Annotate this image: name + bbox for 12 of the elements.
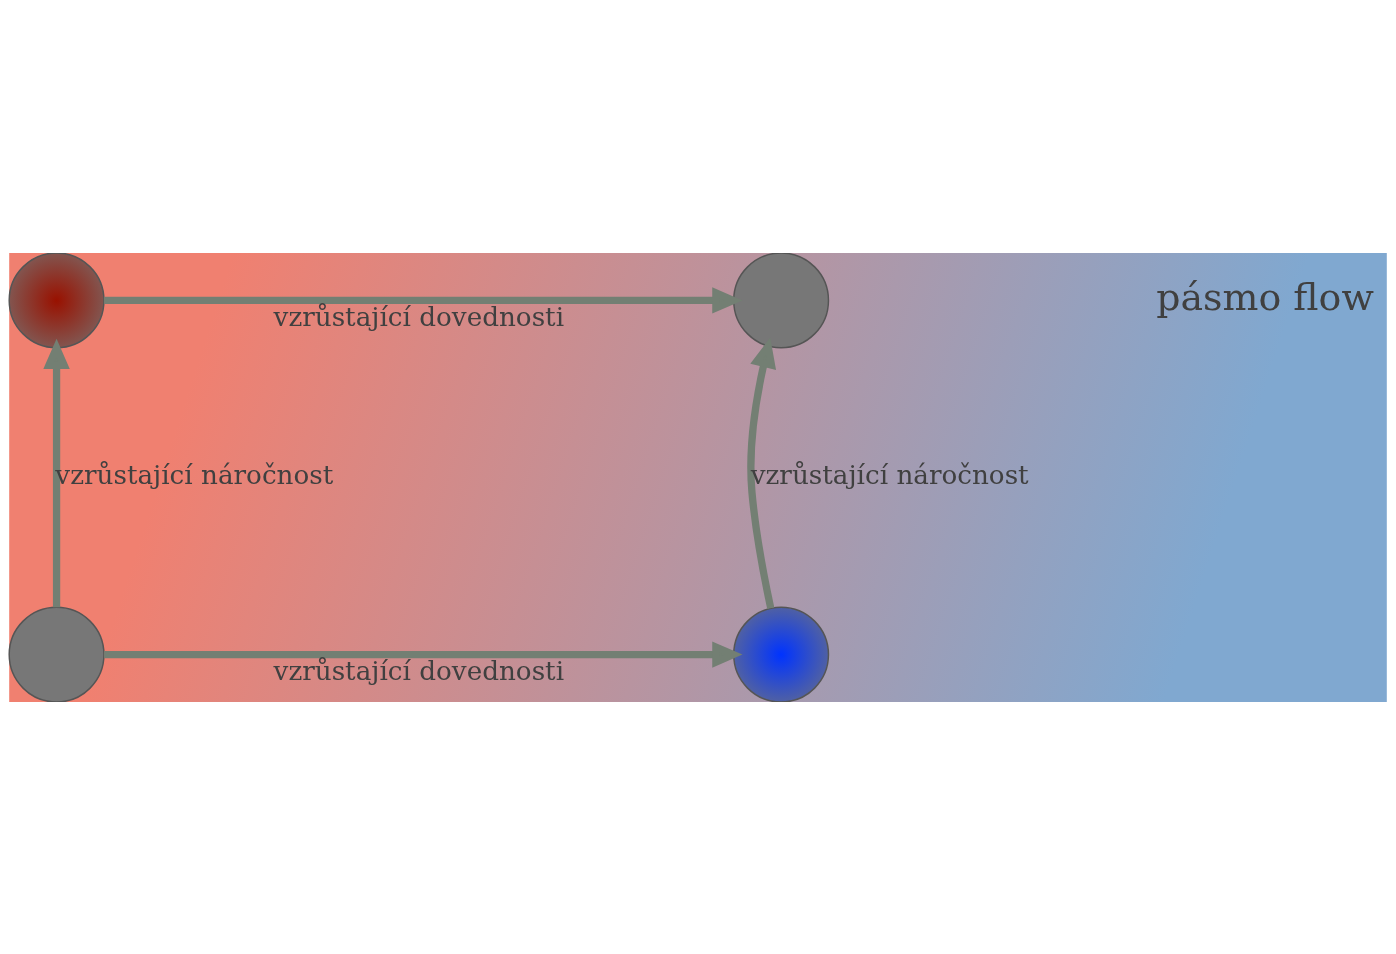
arrow: [43, 338, 70, 607]
edge-label: vzrůstající dovednosti: [273, 655, 565, 686]
edge-label: vzrůstající náročnost: [750, 459, 1029, 490]
arrow: [747, 336, 777, 609]
arrow: [104, 640, 743, 668]
node-circle: [8, 252, 105, 348]
node-circle: [8, 606, 105, 702]
label: pásmo flow: [1156, 274, 1374, 319]
arrow: [104, 286, 743, 314]
node-circle: [733, 252, 830, 348]
edge-label: vzrůstající dovednosti: [273, 301, 565, 332]
node-circle: [733, 606, 830, 702]
